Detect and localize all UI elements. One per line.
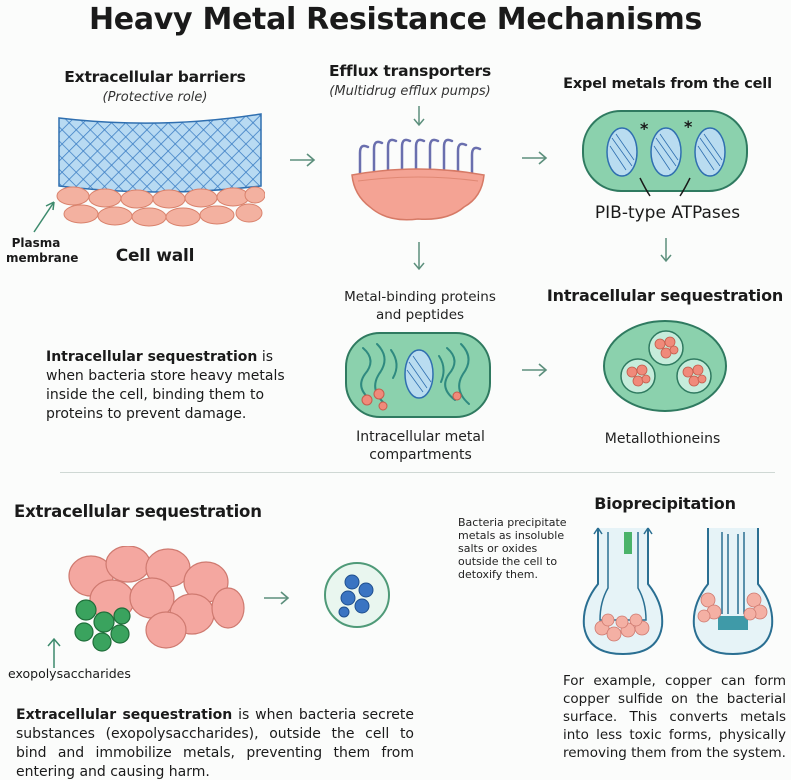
expel-heading: Expel metals from the cell: [563, 76, 772, 92]
bioprecipitation-cell-1-illustration: [582, 527, 664, 656]
bioprecipitation-heading: Bioprecipitation: [594, 494, 736, 513]
bound-metals-illustration: [324, 562, 390, 628]
metal-binding-label: Metal-binding proteins and peptides: [320, 288, 520, 324]
arrow-right-icon: [264, 591, 290, 605]
extracellular-seq-heading: Extracellular sequestration: [14, 502, 262, 521]
plasma-label-line2: membrane: [6, 251, 79, 265]
bioprecipitation-example: For example, copper can form copper sulf…: [563, 673, 786, 761]
compartments-label: Intracellular metal compartments: [318, 428, 523, 464]
extracellular-description: Extracellular sequestration is when bact…: [16, 706, 414, 780]
eps-bacteria-illustration: [68, 546, 245, 652]
extracellular-description-term: Extracellular sequestration: [16, 707, 233, 723]
metallothionein-cell-illustration: [603, 320, 727, 412]
atpase-cell-illustration: **: [582, 110, 748, 197]
arrow-right-icon: [522, 151, 548, 165]
arrow-right-icon: [290, 153, 316, 167]
metal-binding-line2: and peptides: [375, 307, 465, 323]
cell-wall-label: Cell wall: [115, 246, 195, 266]
plasma-membrane-pointer: [33, 201, 55, 233]
efflux-subheading: (Multidrug efflux pumps): [329, 84, 491, 99]
plasma-membrane-label: Plasma membrane: [6, 236, 79, 266]
svg-text:*: *: [684, 117, 693, 136]
arrow-right-icon: [522, 363, 548, 377]
intracellular-description-text: is when bacteria store heavy metals insi…: [46, 349, 285, 422]
eps-pointer: [47, 637, 61, 668]
intracellular-heading: Intracellular sequestration: [546, 286, 784, 305]
bioprecipitation-note: Bacteria precipitate metals as insoluble…: [458, 516, 567, 581]
metal-binding-line1: Metal-binding proteins: [344, 289, 496, 305]
svg-text:*: *: [640, 119, 649, 138]
compartments-line2: compartments: [369, 447, 472, 463]
efflux-pump-illustration: [351, 138, 485, 221]
extracellular-description-text: is when bacteria secrete substances (exo…: [16, 707, 414, 780]
eps-label: exopolysaccharides: [8, 666, 131, 681]
page-title: Heavy Metal Resistance Mechanisms: [88, 2, 703, 37]
extracellular-barriers-subheading: (Protective role): [102, 90, 208, 105]
efflux-heading: Efflux transporters: [329, 62, 491, 80]
cell-wall-illustration: [56, 113, 265, 227]
intracellular-description-term: Intracellular sequestration: [46, 349, 258, 365]
plasma-label-line1: Plasma: [11, 236, 61, 250]
metal-compartment-cell-illustration: [345, 332, 491, 418]
bioprecipitation-cell-2-illustration: [692, 528, 774, 656]
arrow-down-icon: [413, 242, 425, 271]
arrow-down-icon: [660, 238, 672, 263]
extracellular-barriers-heading: Extracellular barriers: [64, 68, 246, 86]
section-divider: [60, 472, 775, 473]
pib-atpases-label: PIB-type ATPases: [594, 203, 741, 223]
intracellular-description: Intracellular sequestration is when bact…: [46, 348, 308, 424]
arrow-down-icon: [413, 106, 425, 127]
compartments-line1: Intracellular metal: [356, 429, 485, 445]
metallothioneins-label: Metallothioneins: [604, 431, 721, 447]
